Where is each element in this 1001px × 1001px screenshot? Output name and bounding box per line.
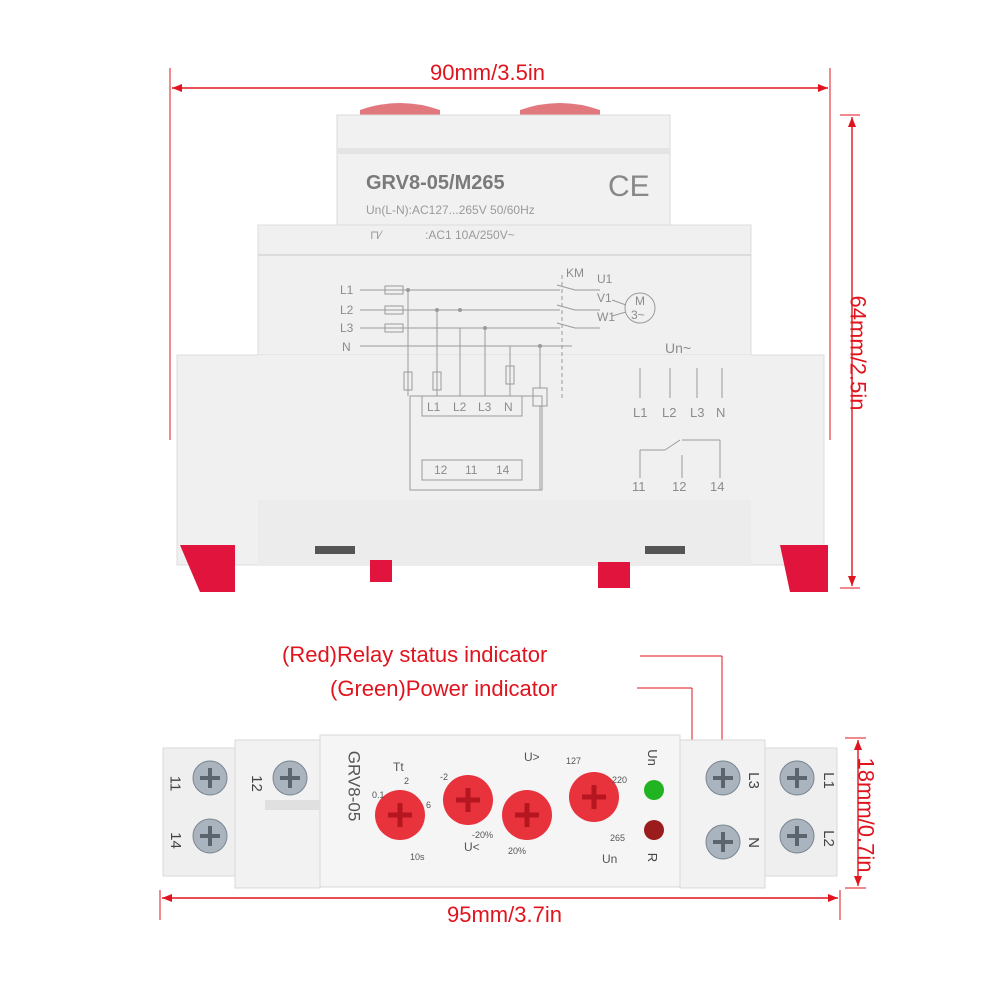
right-l3: L3	[690, 405, 705, 420]
schem-v1: V1	[597, 291, 612, 305]
bottom-width-label: 95mm/3.7in	[447, 902, 562, 927]
relay-indicator-callout: (Red)Relay status indicator	[282, 642, 548, 667]
box-12: 12	[434, 463, 448, 477]
box-l1: L1	[427, 400, 441, 414]
power-indicator-callout: (Green)Power indicator	[330, 676, 558, 701]
k1-scale-5: 10s	[410, 852, 425, 862]
schem-n: N	[342, 340, 351, 354]
side-terminal-11: 11	[166, 775, 184, 792]
front-spec-contact: :AC1 10A/250V~	[425, 228, 515, 242]
box-l2: L2	[453, 400, 467, 414]
knob-undervoltage-label: U<	[464, 840, 480, 854]
schem-km: KM	[566, 266, 584, 280]
k1-scale-3: 6	[426, 800, 432, 810]
k2-scale-0: -2	[440, 772, 449, 782]
box-14: 14	[496, 463, 510, 477]
front-spec-voltage: Un(L-N):AC127...265V 50/60Hz	[366, 203, 535, 217]
side-terminal-l1: L1	[819, 772, 837, 789]
side-terminal-l3: L3	[744, 772, 762, 789]
box-n: N	[504, 400, 513, 414]
front-model-label: GRV8-05/M265	[366, 172, 505, 194]
schem-l2: L2	[340, 303, 354, 317]
schem-l3: L3	[340, 321, 354, 335]
schem-motor-sub: 3~	[631, 308, 645, 322]
knob-overvoltage-label: U>	[524, 750, 540, 764]
power-led-label: Un	[644, 749, 660, 766]
side-terminal-12: 12	[247, 775, 265, 792]
schem-un: Un~	[665, 340, 692, 356]
side-model-label: GRV8-05	[344, 750, 364, 822]
schem-u1: U1	[597, 272, 613, 286]
knob-time-label: Tt	[393, 760, 404, 774]
side-terminal-l2: L2	[819, 830, 837, 847]
right-14: 14	[710, 479, 725, 494]
right-l2: L2	[662, 405, 677, 420]
schem-motor: M	[635, 294, 645, 308]
k3-scale-9: 20%	[508, 846, 527, 856]
side-terminal-n: N	[744, 837, 762, 848]
side-terminal-14: 14	[166, 832, 184, 849]
right-n: N	[716, 405, 726, 420]
k4-scale-0: 127	[566, 756, 582, 766]
relay-led-label: R	[645, 852, 661, 863]
k2-scale-9: -20%	[472, 830, 494, 840]
box-l3: L3	[478, 400, 492, 414]
schem-l1: L1	[340, 283, 354, 297]
right-12: 12	[672, 479, 687, 494]
relay-symbol-icon: ⊓⁄	[370, 228, 382, 242]
schem-w1: W1	[597, 310, 615, 324]
k1-scale-0: 0.1	[372, 790, 385, 800]
k4-scale-7: 265	[610, 833, 626, 843]
k4-scale-3: 220	[612, 775, 628, 785]
right-l1: L1	[633, 405, 648, 420]
k1-scale-1: 2	[404, 776, 410, 786]
top-width-label: 90mm/3.5in	[430, 60, 545, 85]
right-11: 11	[632, 479, 646, 494]
ce-mark: CE	[608, 170, 650, 203]
box-11: 11	[465, 463, 478, 477]
knob-nominal-label: Un	[602, 852, 618, 866]
